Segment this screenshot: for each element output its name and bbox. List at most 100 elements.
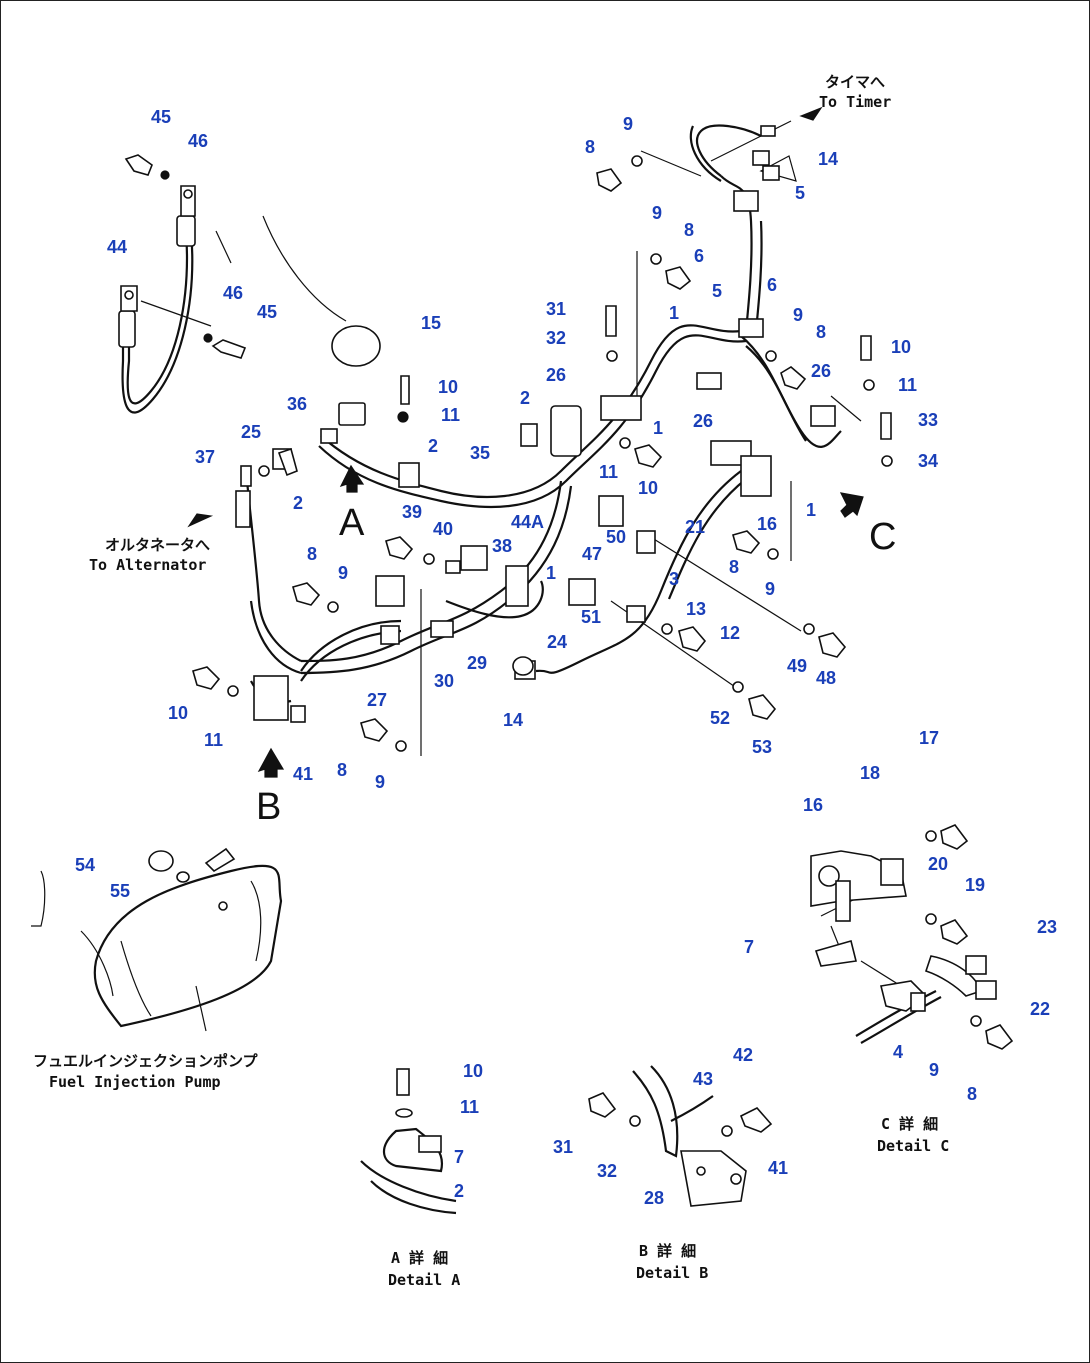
callout-11: 11 bbox=[441, 405, 460, 425]
caption-detail-a-jp: A 詳 細 bbox=[391, 1249, 448, 1267]
callout-10: 10 bbox=[638, 478, 658, 498]
callout-8: 8 bbox=[684, 220, 694, 240]
callout-24: 24 bbox=[547, 632, 567, 652]
callout-15: 15 bbox=[421, 313, 441, 333]
callout-8: 8 bbox=[729, 557, 739, 577]
callout-53: 53 bbox=[752, 737, 772, 757]
callout-9: 9 bbox=[623, 114, 633, 134]
caption-to-alternator-jp: オルタネータへ bbox=[105, 536, 210, 554]
callout-8: 8 bbox=[307, 544, 317, 564]
callout-3: 3 bbox=[669, 569, 679, 589]
callout-40: 40 bbox=[433, 519, 453, 539]
caption-fuel-pump-en: Fuel Injection Pump bbox=[49, 1073, 221, 1091]
callout-10: 10 bbox=[168, 703, 188, 723]
callout-23: 23 bbox=[1037, 917, 1057, 937]
callout-37: 37 bbox=[195, 447, 215, 467]
callout-16: 16 bbox=[757, 514, 777, 534]
callout-11: 11 bbox=[898, 375, 917, 395]
callout-35: 35 bbox=[470, 443, 490, 463]
callout-27: 27 bbox=[367, 690, 387, 710]
callout-2: 2 bbox=[293, 493, 303, 513]
caption-detail-b-en: Detail B bbox=[636, 1264, 708, 1282]
callout-1: 1 bbox=[653, 418, 663, 438]
callout-10: 10 bbox=[891, 337, 911, 357]
caption-detail-c-en: Detail C bbox=[877, 1137, 949, 1155]
callout-1: 1 bbox=[806, 500, 816, 520]
callout-49: 49 bbox=[787, 656, 807, 676]
callout-9: 9 bbox=[338, 563, 348, 583]
callout-8: 8 bbox=[585, 137, 595, 157]
callout-32: 32 bbox=[597, 1161, 617, 1181]
view-letter-b: B bbox=[256, 786, 281, 828]
fuel-injection-pump bbox=[31, 847, 283, 1032]
callout-29: 29 bbox=[467, 653, 487, 673]
callout-45: 45 bbox=[257, 302, 277, 322]
callout-2: 2 bbox=[520, 388, 530, 408]
callout-36: 36 bbox=[287, 394, 307, 414]
callout-10: 10 bbox=[463, 1061, 483, 1081]
callout-20: 20 bbox=[928, 854, 948, 874]
callout-46: 46 bbox=[223, 283, 243, 303]
callout-9: 9 bbox=[765, 579, 775, 599]
callout-14: 14 bbox=[503, 710, 523, 730]
caption-to-timer-en: To Timer bbox=[819, 93, 891, 111]
callout-12: 12 bbox=[720, 623, 740, 643]
view-arrows bbox=[187, 106, 864, 778]
main-harness bbox=[244, 124, 842, 704]
callout-8: 8 bbox=[337, 760, 347, 780]
callout-6: 6 bbox=[767, 275, 777, 295]
callout-5: 5 bbox=[712, 281, 722, 301]
callout-25: 25 bbox=[241, 422, 261, 442]
callout-33: 33 bbox=[918, 410, 938, 430]
callout-55: 55 bbox=[110, 881, 130, 901]
callout-41: 41 bbox=[768, 1158, 788, 1178]
callout-2: 2 bbox=[454, 1181, 464, 1201]
detail-c-drawing bbox=[810, 824, 1014, 1050]
callout-47: 47 bbox=[582, 544, 602, 564]
callout-1: 1 bbox=[546, 563, 556, 583]
callout-8: 8 bbox=[967, 1084, 977, 1104]
callout-19: 19 bbox=[965, 875, 985, 895]
detail-a-drawing bbox=[360, 1068, 457, 1215]
callout-9: 9 bbox=[929, 1060, 939, 1080]
callout-21: 21 bbox=[685, 517, 705, 537]
callout-28: 28 bbox=[644, 1188, 664, 1208]
callout-48: 48 bbox=[816, 668, 836, 688]
callout-43: 43 bbox=[693, 1069, 713, 1089]
caption-fuel-pump-jp: フュエルインジェクションポンプ bbox=[33, 1052, 259, 1070]
callout-11: 11 bbox=[599, 462, 618, 482]
battery-cable bbox=[118, 185, 196, 414]
captions: タイマへ To Timer オルタネータへ To Alternator フュエル… bbox=[33, 73, 949, 1289]
harness-clips bbox=[235, 125, 836, 723]
callout-31: 31 bbox=[546, 299, 566, 319]
caption-detail-b-jp: B 詳 細 bbox=[639, 1242, 696, 1260]
callout-50: 50 bbox=[606, 527, 626, 547]
callout-22: 22 bbox=[1030, 999, 1050, 1019]
callout-5: 5 bbox=[795, 183, 805, 203]
caption-detail-a-en: Detail A bbox=[388, 1271, 460, 1289]
callout-17: 17 bbox=[919, 728, 939, 748]
callout-45: 45 bbox=[151, 107, 171, 127]
callout-10: 10 bbox=[438, 377, 458, 397]
view-letter-c: C bbox=[869, 516, 896, 558]
callout-14: 14 bbox=[818, 149, 838, 169]
callout-46: 46 bbox=[188, 131, 208, 151]
callout-34: 34 bbox=[918, 451, 938, 471]
callout-44A: 44A bbox=[511, 512, 544, 532]
callout-31: 31 bbox=[553, 1137, 573, 1157]
callout-11: 11 bbox=[460, 1097, 479, 1117]
callout-1: 1 bbox=[669, 303, 679, 323]
callout-38: 38 bbox=[492, 536, 512, 556]
view-letter-a: A bbox=[339, 502, 365, 544]
caption-detail-c-jp: C 詳 細 bbox=[881, 1115, 938, 1133]
callout-9: 9 bbox=[793, 305, 803, 325]
callout-6: 6 bbox=[694, 246, 704, 266]
hardware-bolts bbox=[124, 154, 893, 752]
callout-30: 30 bbox=[434, 671, 454, 691]
callout-51: 51 bbox=[581, 607, 601, 627]
callout-42: 42 bbox=[733, 1045, 753, 1065]
callout-26: 26 bbox=[811, 361, 831, 381]
callout-7: 7 bbox=[744, 937, 754, 957]
